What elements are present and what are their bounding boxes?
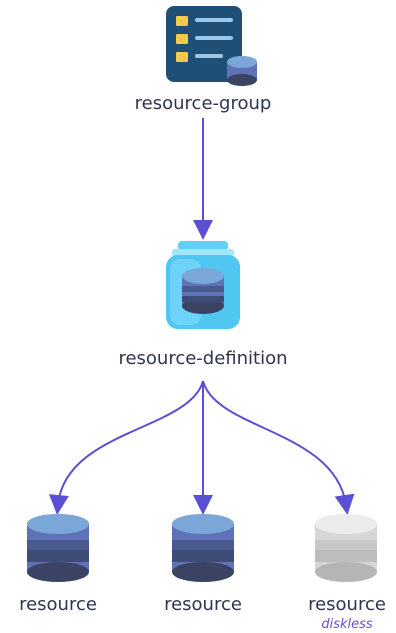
database-icon — [27, 514, 89, 582]
resource-label-middle: resource — [164, 594, 242, 615]
resource-label-left: resource — [19, 594, 97, 615]
diskless-sublabel: diskless — [321, 617, 373, 632]
resource-definition-label: resource-definition — [118, 348, 288, 369]
database-icon — [172, 514, 234, 582]
arrow-definition-to-resource-right — [202, 380, 355, 515]
arrow-definition-to-resource-left — [48, 380, 204, 515]
resource-group-list-icon — [166, 6, 257, 86]
database-diskless-icon — [315, 514, 377, 582]
resource-label-right: resource — [308, 594, 386, 615]
resource-group-label: resource-group — [134, 93, 272, 114]
jar-database-icon — [166, 241, 240, 329]
